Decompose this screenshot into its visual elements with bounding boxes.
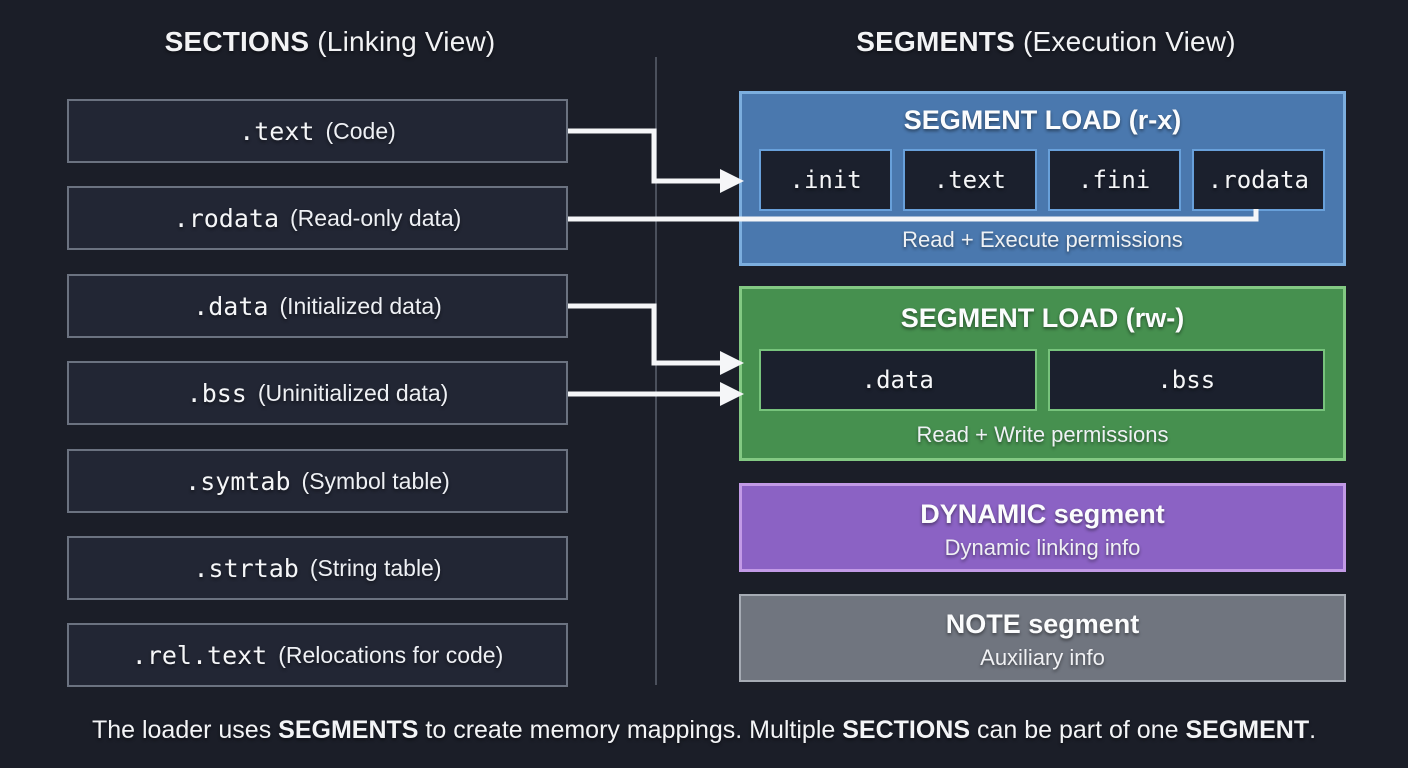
- segment-load-rw-sections: .data .bss: [759, 349, 1325, 411]
- section-box-rodata: .rodata (Read-only data): [67, 186, 568, 250]
- subsection-rodata: .rodata: [1191, 149, 1325, 211]
- caption-part: can be part of one: [970, 716, 1186, 744]
- segment-load-rx-title: SEGMENT LOAD (r-x): [903, 105, 1182, 135]
- section-desc: (Read-only data): [290, 204, 462, 231]
- section-name: .bss: [186, 378, 247, 408]
- section-box-strtab: .strtab (String table): [67, 536, 568, 600]
- subsection-fini: .fini: [1047, 149, 1181, 211]
- caption-bold: SECTIONS: [842, 716, 971, 744]
- sections-title-rest: (Linking View): [309, 26, 496, 57]
- subsection-data: .data: [759, 349, 1037, 411]
- section-box-data: .data (Initialized data): [67, 274, 568, 338]
- section-name: .data: [193, 291, 269, 321]
- sections-column-title: SECTIONS (Linking View): [0, 26, 660, 58]
- section-desc: (Code): [325, 117, 396, 144]
- section-box-bss: .bss (Uninitialized data): [67, 361, 568, 425]
- section-name: .rodata: [173, 203, 280, 233]
- segment-load-rx: SEGMENT LOAD (r-x) .init .text .fini .ro…: [739, 91, 1346, 266]
- section-desc: (Symbol table): [301, 467, 450, 494]
- segment-dynamic-subtitle: Dynamic linking info: [944, 535, 1141, 560]
- caption-part: .: [1309, 716, 1317, 744]
- segment-note-subtitle: Auxiliary info: [980, 645, 1105, 670]
- caption-bold: SEGMENTS: [278, 716, 419, 744]
- section-desc: (String table): [309, 554, 442, 581]
- arrow-text-to-load-rx: [568, 128, 722, 184]
- subsection-init: .init: [759, 149, 893, 211]
- subsection-text: .text: [903, 149, 1037, 211]
- segments-title-rest: (Execution View): [1014, 26, 1236, 57]
- section-desc: (Relocations for code): [278, 641, 504, 668]
- segment-dynamic-title: DYNAMIC segment: [920, 499, 1165, 529]
- subsection-bss: .bss: [1047, 349, 1325, 411]
- section-name: .text: [239, 116, 315, 146]
- segment-load-rw-note: Read + Write permissions: [916, 422, 1169, 447]
- segment-dynamic: DYNAMIC segment Dynamic linking info: [739, 483, 1346, 572]
- section-desc: (Uninitialized data): [257, 379, 449, 406]
- segments-title-bold: SEGMENTS: [856, 26, 1015, 57]
- section-desc: (Initialized data): [279, 292, 442, 319]
- section-name: .symtab: [185, 466, 291, 496]
- caption-part: to create memory mappings. Multiple: [418, 716, 843, 744]
- section-box-rel-text: .rel.text (Relocations for code): [67, 623, 568, 687]
- section-box-text: .text (Code): [67, 99, 568, 163]
- segment-note: NOTE segment Auxiliary info: [739, 594, 1346, 682]
- segment-load-rx-sections: .init .text .fini .rodata: [759, 149, 1325, 211]
- section-name: .rel.text: [131, 640, 268, 670]
- segment-note-title: NOTE segment: [945, 609, 1140, 639]
- section-box-symtab: .symtab (Symbol table): [67, 449, 568, 513]
- arrow-data-to-load-rw: [568, 303, 722, 366]
- footer-caption: The loader uses SEGMENTS to create memor…: [0, 716, 1408, 745]
- sections-title-bold: SECTIONS: [164, 26, 310, 57]
- section-name: .strtab: [193, 553, 299, 583]
- caption-bold: SEGMENT: [1185, 716, 1310, 744]
- segment-load-rw: SEGMENT LOAD (rw-) .data .bss Read + Wri…: [739, 286, 1346, 461]
- segment-load-rw-title: SEGMENT LOAD (rw-): [900, 303, 1185, 333]
- caption-part: The loader uses: [91, 716, 279, 744]
- segments-column-title: SEGMENTS (Execution View): [688, 26, 1404, 58]
- segment-load-rx-note: Read + Execute permissions: [902, 227, 1183, 252]
